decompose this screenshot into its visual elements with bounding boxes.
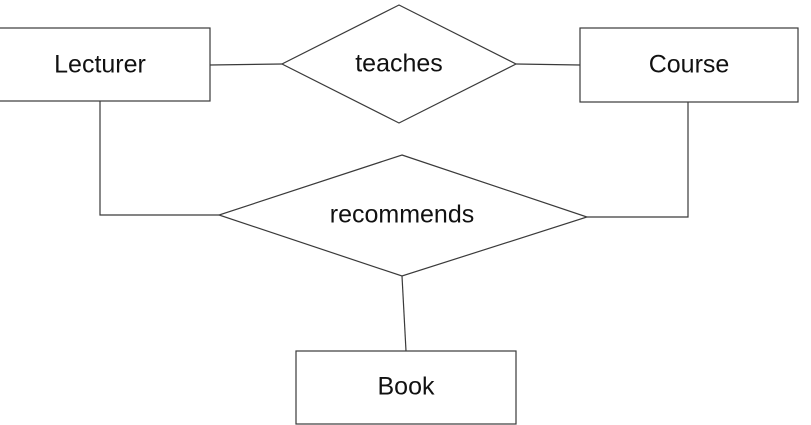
entity-course-box — [579, 27, 799, 103]
entity-lecturer: Lecturer — [0, 27, 211, 102]
entity-book: Book — [295, 350, 517, 425]
entity-book-box — [295, 350, 517, 425]
edge-course-recommends — [587, 102, 689, 218]
relationship-teaches-diamond — [280, 4, 518, 124]
edge-lecturer-recommends — [99, 101, 219, 216]
entity-book-label: Book — [378, 373, 435, 401]
connectors — [99, 63, 689, 352]
relationship-recommends-diamond — [217, 154, 589, 277]
entity-course-label: Course — [649, 51, 730, 79]
entity-lecturer-box — [0, 27, 211, 102]
edge-teaches-course — [515, 63, 581, 66]
relationship-teaches: teaches — [280, 4, 518, 124]
relationship-recommends: recommends — [217, 154, 589, 277]
entity-course: Course — [579, 27, 799, 103]
relationship-teaches-label: teaches — [355, 50, 443, 78]
relationship-recommends-label: recommends — [330, 201, 475, 229]
entity-lecturer-label: Lecturer — [54, 51, 146, 79]
edge-recommends-book — [401, 275, 407, 352]
edge-lecturer-teaches — [209, 63, 283, 66]
